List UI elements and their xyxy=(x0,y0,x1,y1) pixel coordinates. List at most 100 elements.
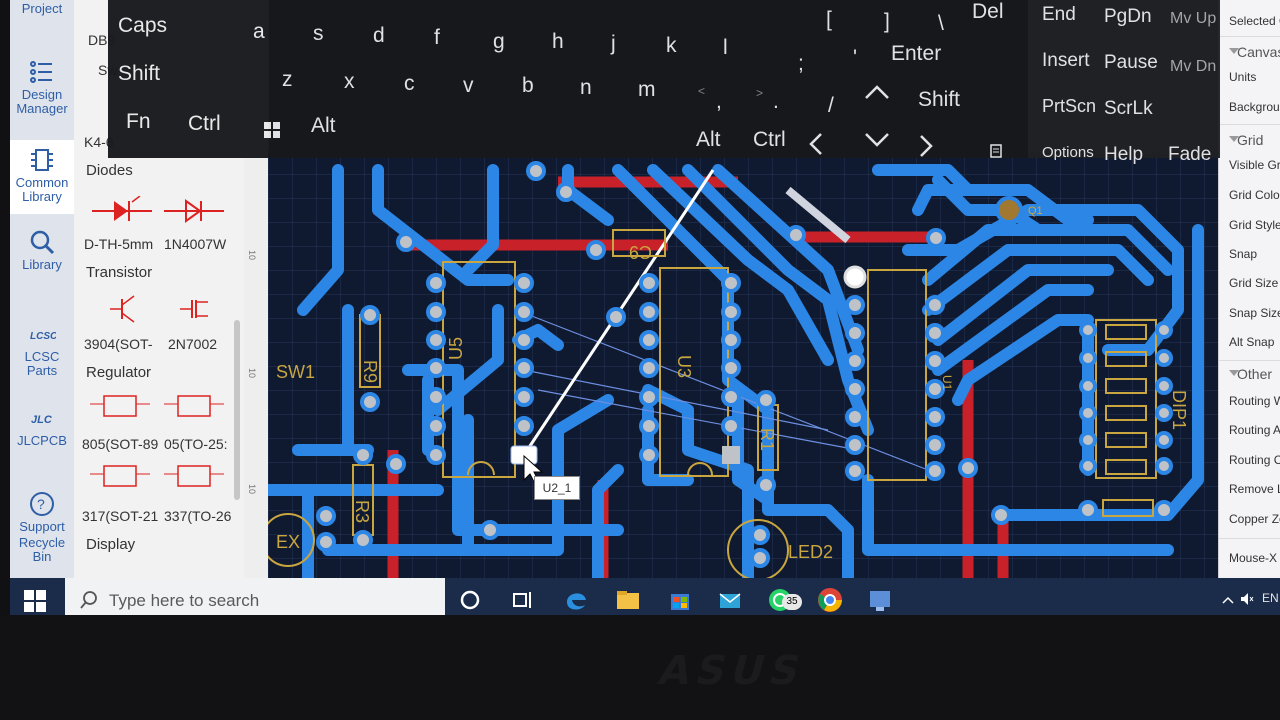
nav-jlcpcb[interactable]: JLC JLCPCB xyxy=(10,404,74,448)
key-end[interactable]: End xyxy=(1042,4,1076,25)
nav-recycle-bin[interactable]: Recycle Bin xyxy=(10,536,74,564)
section-canvas[interactable]: Canvas xyxy=(1228,44,1280,60)
key-apostrophe[interactable]: ' xyxy=(853,46,858,69)
task-view-icon[interactable] xyxy=(508,586,536,614)
lib-item-805[interactable]: 805(SOT-89 xyxy=(82,436,159,452)
key-help[interactable]: Help xyxy=(1104,144,1144,165)
key-slash[interactable]: / xyxy=(828,94,834,117)
key-shift-left[interactable]: Shift xyxy=(118,62,161,85)
prop-copper-zone[interactable]: Copper Zo xyxy=(1229,512,1280,526)
pcb-canvas[interactable]: SW1 U5 R9 R3 C9 U3 R1 LED2 DIP1 U1 Q1 EX xyxy=(268,150,1218,578)
key-fade[interactable]: Fade xyxy=(1168,144,1212,165)
nav-design-manager[interactable]: Design Manager xyxy=(10,58,74,116)
lib-section-display[interactable]: Display xyxy=(86,536,136,553)
key-n[interactable]: n xyxy=(580,76,592,99)
prop-units[interactable]: Units xyxy=(1229,70,1257,84)
section-grid[interactable]: Grid xyxy=(1228,132,1264,148)
lib-section-diodes[interactable]: Diodes xyxy=(86,162,133,179)
prop-grid-color[interactable]: Grid Color xyxy=(1229,188,1280,202)
key-v[interactable]: v xyxy=(463,74,474,97)
key-enter[interactable]: Enter xyxy=(891,42,942,65)
edge-browser-icon[interactable] xyxy=(562,586,590,614)
lib-item-317[interactable]: 317(SOT-21 xyxy=(82,508,159,524)
prop-routing-angle[interactable]: Routing An xyxy=(1229,423,1280,437)
key-h[interactable]: h xyxy=(552,30,564,53)
prop-routing-conflict[interactable]: Routing C xyxy=(1229,453,1280,467)
key-bracket-open[interactable]: [ xyxy=(826,8,832,31)
key-a[interactable]: a xyxy=(253,20,265,43)
key-mv-dn[interactable]: Mv Dn xyxy=(1170,58,1217,75)
lib-item-1n4007w[interactable]: 1N4007W xyxy=(164,236,227,252)
arrow-right-icon[interactable] xyxy=(918,134,934,158)
windows-key-icon[interactable] xyxy=(264,122,280,138)
prop-alt-snap[interactable]: Alt Snap xyxy=(1229,335,1275,349)
store-icon[interactable] xyxy=(666,586,694,614)
key-b[interactable]: b xyxy=(522,74,534,97)
volume-muted-icon[interactable] xyxy=(1240,592,1254,606)
key-pause[interactable]: Pause xyxy=(1104,52,1158,73)
key-semicolon[interactable]: ; xyxy=(798,52,804,75)
library-scrollbar[interactable] xyxy=(234,320,240,500)
key-insert[interactable]: Insert xyxy=(1042,50,1090,71)
lib-item-337[interactable]: 337(TO-26 xyxy=(164,508,232,524)
cortana-icon[interactable] xyxy=(456,586,484,614)
prop-grid-size[interactable]: Grid Size xyxy=(1229,276,1279,290)
windows-start-icon[interactable] xyxy=(24,590,46,612)
lib-section-transistor[interactable]: Transistor xyxy=(86,264,153,281)
key-d[interactable]: d xyxy=(373,24,385,47)
key-g[interactable]: g xyxy=(493,30,505,53)
nav-common-library[interactable]: Common Library xyxy=(10,140,74,214)
key-prtscn[interactable]: PrtScn xyxy=(1042,96,1097,116)
lib-item-3904[interactable]: 3904(SOT- xyxy=(84,336,153,352)
key-less-than[interactable]: < xyxy=(698,84,706,98)
key-backslash[interactable]: \ xyxy=(938,12,944,35)
key-bracket-close[interactable]: ] xyxy=(884,10,890,33)
key-ctrl-right[interactable]: Ctrl xyxy=(753,128,786,151)
file-explorer-icon[interactable] xyxy=(614,586,642,614)
chrome-icon[interactable] xyxy=(816,586,844,614)
tray-language[interactable]: EN xyxy=(1262,591,1279,605)
key-options[interactable]: Options xyxy=(1042,144,1094,161)
key-x[interactable]: x xyxy=(344,70,355,93)
prop-grid-style[interactable]: Grid Style xyxy=(1229,218,1280,232)
taskbar-search-box[interactable]: Type here to search xyxy=(65,578,445,622)
lib-item-k4[interactable]: K4-6 xyxy=(84,134,114,150)
nav-lcsc-parts[interactable]: LCSC LCSC Parts xyxy=(10,320,74,378)
key-alt-left[interactable]: Alt xyxy=(311,114,336,137)
tray-expand-icon[interactable] xyxy=(1222,596,1234,604)
prop-remove-loops[interactable]: Remove Le xyxy=(1229,482,1280,496)
mail-icon[interactable] xyxy=(716,586,744,614)
key-alt-right[interactable]: Alt xyxy=(696,128,721,151)
key-fn[interactable]: Fn xyxy=(126,110,151,133)
prop-background[interactable]: Backgroun xyxy=(1229,100,1280,114)
key-del[interactable]: Del xyxy=(972,0,1004,23)
lib-item-2n7002[interactable]: 2N7002 xyxy=(168,336,218,352)
menu-key-icon[interactable] xyxy=(990,144,1002,158)
key-z[interactable]: z xyxy=(282,68,293,91)
key-l[interactable]: l xyxy=(723,36,728,59)
prop-snap-size[interactable]: Snap Size xyxy=(1229,306,1280,320)
key-k[interactable]: k xyxy=(666,34,677,57)
prop-visible-grid[interactable]: Visible Gri xyxy=(1229,158,1280,172)
arrow-down-icon[interactable] xyxy=(864,132,890,148)
nav-project[interactable]: Project xyxy=(10,2,74,16)
key-caps[interactable]: Caps xyxy=(118,14,168,37)
selected-trace[interactable] xyxy=(785,186,851,244)
easyeda-app-icon[interactable] xyxy=(866,586,894,614)
key-period[interactable]: . xyxy=(773,90,779,113)
key-comma[interactable]: , xyxy=(716,90,722,113)
lib-item-05-to[interactable]: 05(TO-25: xyxy=(164,436,228,452)
lib-item-d-th-5mm[interactable]: D-TH-5mm xyxy=(84,236,154,252)
key-j[interactable]: j xyxy=(611,32,616,55)
key-m[interactable]: m xyxy=(638,78,656,101)
arrow-left-icon[interactable] xyxy=(808,132,824,156)
key-ctrl-left[interactable]: Ctrl xyxy=(188,112,221,135)
key-shift-right[interactable]: Shift xyxy=(918,88,961,111)
key-f[interactable]: f xyxy=(434,26,440,49)
key-pgdn[interactable]: PgDn xyxy=(1104,6,1152,27)
lib-section-regulator[interactable]: Regulator xyxy=(86,364,152,381)
section-other[interactable]: Other xyxy=(1228,366,1273,382)
key-mv-up[interactable]: Mv Up xyxy=(1170,10,1217,27)
key-scrlk[interactable]: ScrLk xyxy=(1104,98,1153,119)
prop-snap[interactable]: Snap xyxy=(1229,247,1258,261)
